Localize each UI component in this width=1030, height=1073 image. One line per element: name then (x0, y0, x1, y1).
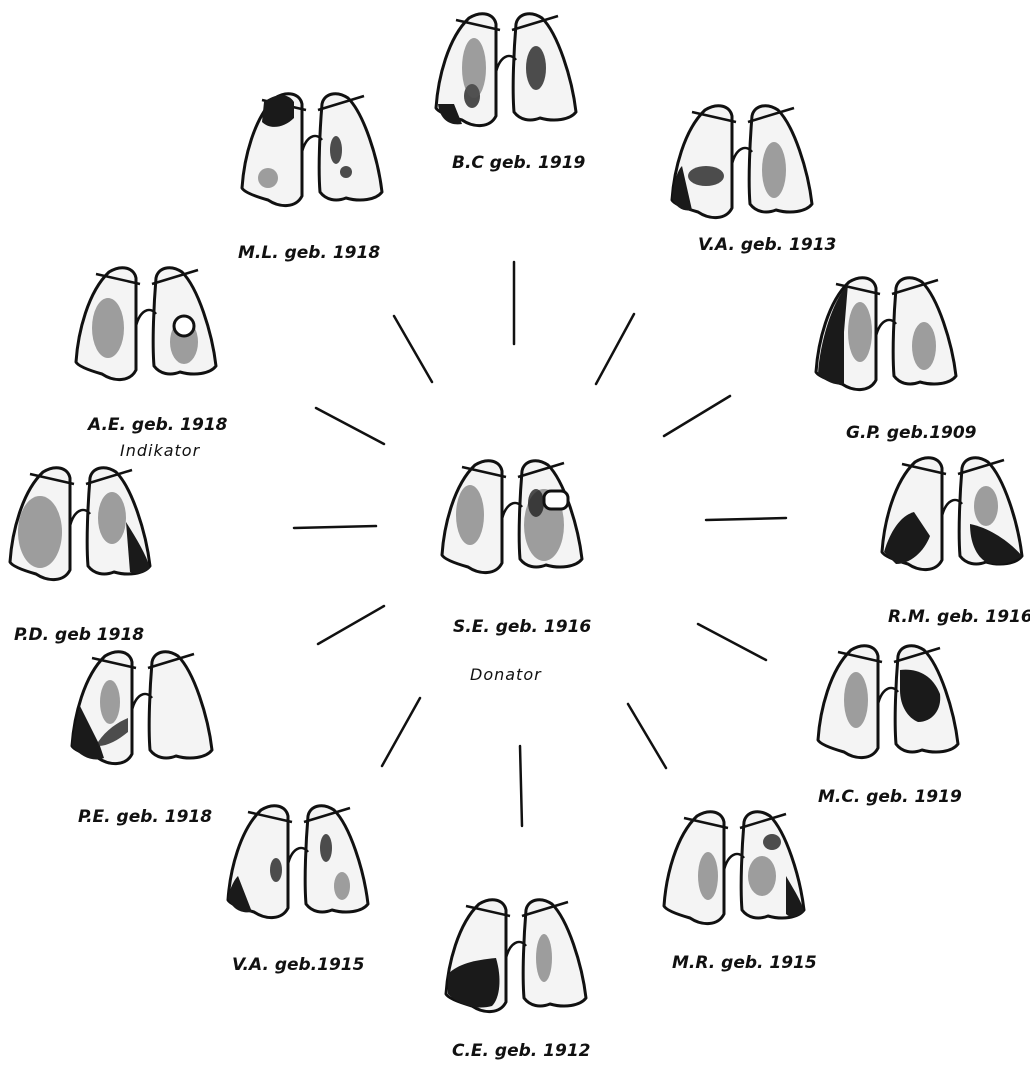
ray-va15 (382, 698, 420, 766)
label-ae-role: Indikator (120, 441, 201, 460)
ray-va13 (596, 314, 634, 384)
label-rm: R.M. geb. 1916 (888, 607, 1030, 627)
label-mr: M.R. geb. 1915 (672, 953, 817, 973)
ray-ml (394, 316, 432, 382)
ray-gp (664, 396, 730, 436)
lungs-pe (72, 652, 212, 764)
label-pd: P.D. geb 1918 (14, 625, 144, 645)
lungs-ae (76, 268, 216, 380)
lungs-mr (664, 812, 804, 924)
ray-ae (316, 408, 384, 444)
lungs-rm (882, 458, 1022, 570)
donor-label: S.E. geb. 1916 (453, 617, 591, 637)
donor-lungs (442, 461, 582, 573)
ray-pe (318, 606, 384, 644)
lungs-ce (446, 900, 586, 1012)
lungs-ml (242, 94, 382, 206)
ray-ce (520, 746, 522, 826)
label-ae: A.E. geb. 1918 (86, 415, 228, 435)
ray-mr (628, 704, 666, 768)
ray-mc (698, 624, 766, 660)
ray-rm (706, 518, 786, 520)
label-ml: M.L. geb. 1918 (238, 243, 380, 263)
label-gp: G.P. geb.1909 (846, 423, 977, 443)
label-ce: C.E. geb. 1912 (452, 1041, 590, 1061)
lungs-bc (436, 14, 576, 126)
lungs-mc (818, 646, 958, 758)
label-bc: B.C geb. 1919 (452, 153, 586, 173)
lungs-pd (10, 468, 150, 580)
label-va13: V.A. geb. 1913 (698, 235, 836, 255)
donor-role-label: Donator (470, 665, 542, 684)
ray-pd (294, 526, 376, 528)
lungs-va15 (228, 806, 368, 918)
label-pe: P.E. geb. 1918 (78, 807, 212, 827)
label-va15: V.A. geb.1915 (232, 955, 364, 975)
lungs-gp (816, 278, 956, 390)
lungs-va13 (672, 106, 812, 218)
label-mc: M.C. geb. 1919 (818, 787, 962, 807)
